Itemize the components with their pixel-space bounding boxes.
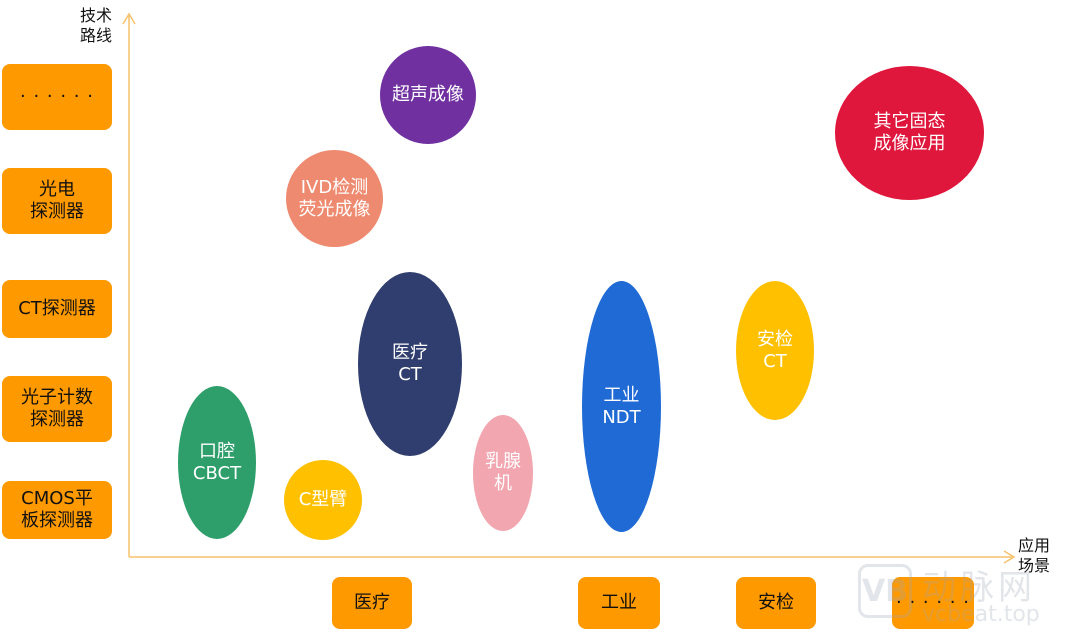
watermark-logo: VB [858,564,912,618]
bubble-other-solid-state-imaging: 其它固态 成像应用 [835,66,984,200]
x-category-industrial: 工业 [578,577,660,629]
bubble-ultrasound-imaging: 超声成像 [380,46,476,144]
bubble-c-arm: C型臂 [284,460,362,540]
y-axis-arrow [122,12,136,25]
y-category-cmos-flat-panel-detector: CMOS平 板探测器 [2,481,112,539]
x-category-more: · · · · · · [892,577,974,629]
x-category-security: 安检 [736,577,816,629]
y-category-ct-detector: CT探测器 [2,280,112,338]
x-category-medical: 医疗 [332,577,412,629]
bubble-mammography: 乳腺 机 [473,415,533,531]
x-axis-title: 应用 场景 [1018,536,1051,575]
watermark-text-cn: 动脉网 [922,568,1036,608]
bubble-medical-ct: 医疗 CT [358,272,462,456]
watermark-text-en: vcbeat.top [922,602,1040,627]
bubble-dental-cbct: 口腔 CBCT [178,386,256,539]
y-axis-title: 技术 路线 [80,6,113,45]
bubble-security-ct: 安检 CT [736,281,814,420]
watermark: VB 动脉网 vcbeat.top [858,560,1073,630]
x-axis-arrow [1003,550,1016,564]
bubble-industrial-ndt: 工业 NDT [582,281,661,532]
y-category-photoelectric-detector: 光电 探测器 [2,168,112,234]
bubble-ivd-fluorescence-imaging: IVD检测 荧光成像 [286,150,383,247]
y-category-more: · · · · · · [2,64,112,130]
y-category-photon-counting-detector: 光子计数 探测器 [2,376,112,442]
